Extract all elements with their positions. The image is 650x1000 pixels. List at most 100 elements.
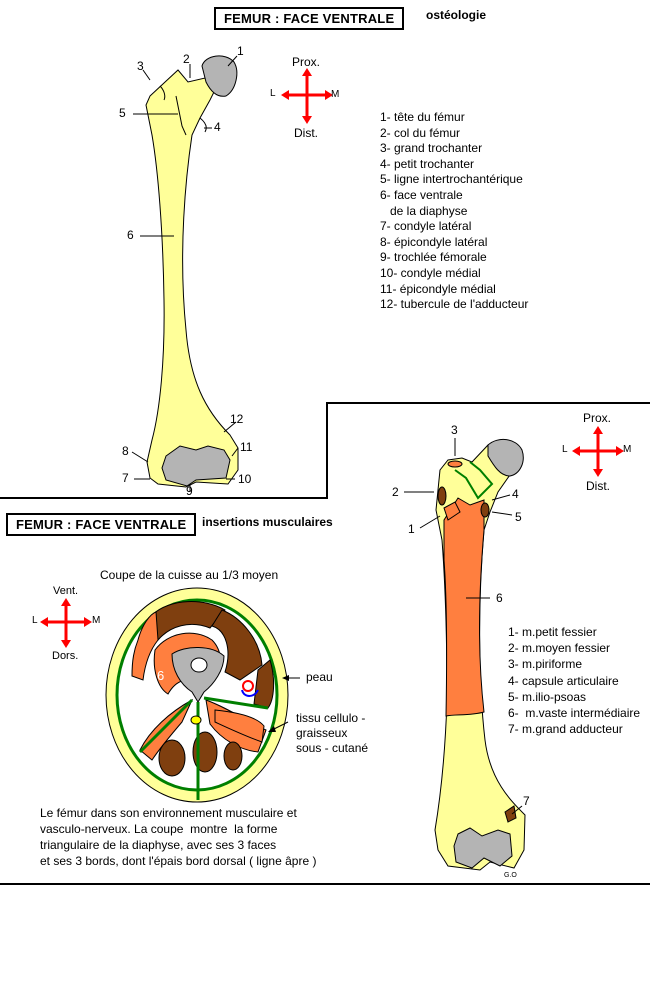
bottom-legend-item: 3- m.piriforme xyxy=(508,657,583,672)
gluteus-medius-insertion xyxy=(437,486,447,506)
muscle-adductor-longus xyxy=(214,709,265,743)
femur-head-bottom xyxy=(487,438,524,477)
bottom-callout-4: 4 xyxy=(512,487,519,501)
top-callout-4: 4 xyxy=(214,120,221,134)
tissue-label-2: graisseux xyxy=(296,726,348,740)
top-callout-6: 6 xyxy=(127,228,134,242)
medullary-cavity xyxy=(190,657,208,673)
bottom-callout-2: 2 xyxy=(392,485,399,499)
bottom-legend-item: 4- capsule articulaire xyxy=(508,673,619,688)
bottom-callout-7: 7 xyxy=(523,794,530,808)
bottom-callout-3: 3 xyxy=(451,423,458,437)
frame-lines xyxy=(0,402,650,885)
description-line: triangulaire de la diaphyse, avec ses 3 … xyxy=(40,838,277,852)
muscle-sartorius xyxy=(211,609,263,681)
bottom-legend-item: 2- m.moyen fessier xyxy=(508,641,611,656)
section-orient-lat: L xyxy=(32,615,38,626)
muscle-vastus-medialis xyxy=(253,659,275,709)
top-legend-item: 1- tête du fémur xyxy=(380,110,465,124)
description-line: Le fémur dans son environnement musculai… xyxy=(40,806,297,820)
author-signature: G.O xyxy=(504,872,517,879)
adductor-magnus-insertion xyxy=(504,805,517,823)
top-legend-item: de la diaphyse xyxy=(380,203,468,218)
femur-head-top xyxy=(201,55,238,97)
callout-lines-bottom xyxy=(404,438,523,815)
top-callout-7: 7 xyxy=(122,471,129,485)
articular-capsule-line xyxy=(454,461,494,500)
femur-trochlea-bottom xyxy=(453,827,513,869)
bottom-legend-item: 7- m.grand adducteur xyxy=(508,722,623,737)
callout-lines-top xyxy=(131,55,239,492)
femoral-artery xyxy=(242,680,254,692)
top-callout-1: 1 xyxy=(237,44,244,58)
iliopsoas-insertion xyxy=(480,502,490,518)
tissue-label-3: sous - cutané xyxy=(296,741,369,755)
top-legend-item: 7- condyle latéral xyxy=(380,219,472,234)
bottom-legend-item: 5- m.ilio-psoas xyxy=(508,689,587,704)
top-legend-item: 12- tubercule de l'adducteur xyxy=(380,297,529,312)
top-callout-9: 9 xyxy=(186,484,193,498)
bottom-legend-item: 6- m.vaste intermédiaire xyxy=(508,706,641,721)
piriformis-insertion xyxy=(447,460,463,468)
femur-trochlea-top xyxy=(161,445,231,487)
femoral-vein xyxy=(241,689,259,697)
bottom-orient-prox: Prox. xyxy=(583,411,612,425)
top-legend-item: 11- épicondyle médial xyxy=(380,281,496,296)
section-caption: Coupe de la cuisse au 1/3 moyen xyxy=(100,568,279,582)
orientation-cross-top xyxy=(281,68,333,124)
top-orient-prox: Prox. xyxy=(292,55,321,69)
section-description: Le fémur dans son environnement musculai… xyxy=(40,805,316,869)
top-legend-item: 9- trochlée fémorale xyxy=(380,250,487,265)
section-arrows xyxy=(268,675,300,732)
muscle-gracilis xyxy=(223,741,243,771)
bottom-title: FEMUR : FACE VENTRALE xyxy=(6,513,197,536)
bottom-orient-dist: Dist. xyxy=(586,479,610,493)
description-line: vasculo-nerveux. La coupe montre la form… xyxy=(40,822,278,836)
top-title: FEMUR : FACE VENTRALE xyxy=(214,7,405,30)
top-legend-item: 3- grand trochanter xyxy=(380,141,483,156)
bottom-subtitle: insertions musculaires xyxy=(202,515,333,529)
top-callout-2: 2 xyxy=(183,52,190,66)
section-orient-dors: Dors. xyxy=(52,650,79,662)
top-legend-item: 4- petit trochanter xyxy=(380,156,475,171)
description-line: et ses 3 bords, dont l'épais bord dorsal… xyxy=(40,854,317,868)
thigh-cross-section xyxy=(105,587,289,803)
top-legend-item: 10- condyle médial xyxy=(380,265,481,280)
orientation-cross-bottom xyxy=(572,426,624,477)
tissue-label-1: tissu cellulo - xyxy=(296,711,366,725)
bottom-legend: 1- m.petit fessier 2- m.moyen fessier 3-… xyxy=(508,624,640,737)
vastus-intermedius-insertion xyxy=(443,497,485,717)
top-legend-item: 5- ligne intertrochantérique xyxy=(380,172,523,187)
top-callout-5: 5 xyxy=(119,106,126,120)
top-callout-10: 10 xyxy=(238,472,252,486)
section-femur-face-label: 6 xyxy=(157,668,165,683)
bottom-orient-lat: L xyxy=(562,444,568,455)
top-legend-item: 8- épicondyle latéral xyxy=(380,234,488,249)
top-callout-8: 8 xyxy=(122,444,129,458)
sciatic-nerve xyxy=(190,715,202,725)
section-orient-med: M xyxy=(92,615,101,626)
muscle-semitendinosus xyxy=(158,739,186,777)
femur-osteology xyxy=(145,55,239,488)
section-orient-vent: Vent. xyxy=(53,585,79,597)
femur-insertions xyxy=(434,438,526,871)
top-orient-lat: L xyxy=(270,88,276,99)
femur-section xyxy=(171,647,225,703)
bottom-callout-1: 1 xyxy=(408,522,415,536)
bottom-legend-item: 1- m.petit fessier xyxy=(508,625,597,639)
muscle-rectus xyxy=(151,601,226,642)
top-callout-12: 12 xyxy=(230,412,244,426)
top-legend: 1- tête du fémur 2- col du fémur 3- gran… xyxy=(380,110,528,313)
bottom-callout-6: 6 xyxy=(496,591,503,605)
bottom-callout-5: 5 xyxy=(515,510,522,524)
orientation-cross-section xyxy=(40,598,92,648)
muscle-vastus-lateralis xyxy=(131,611,159,681)
bottom-orient-med: M xyxy=(623,444,632,455)
top-callout-3: 3 xyxy=(137,59,144,73)
top-callout-11: 11 xyxy=(240,440,253,454)
skin-label: peau xyxy=(306,670,333,684)
top-orient-dist: Dist. xyxy=(294,126,318,140)
top-legend-item: 6- face ventrale xyxy=(380,187,463,202)
top-subtitle: ostéologie xyxy=(426,8,487,22)
